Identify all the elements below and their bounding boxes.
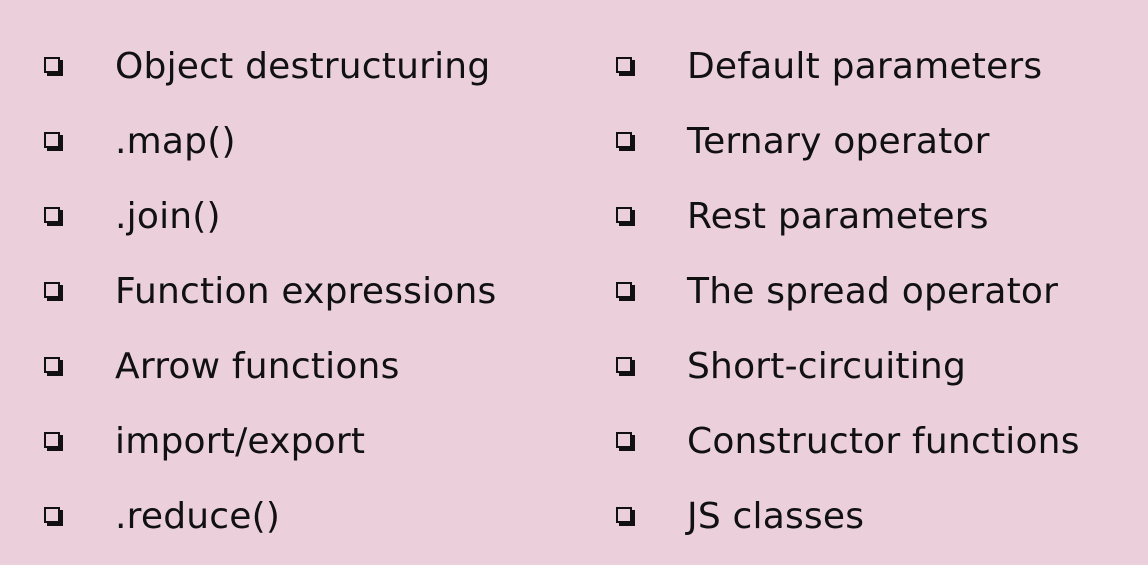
checkbox-icon [616,357,635,376]
checklist-item-label: JS classes [687,495,865,537]
checklist-item: Function expressions [44,254,497,329]
checkbox-icon [616,132,635,151]
checklist-item-label: Default parameters [687,45,1043,87]
checklist-item-label: .map() [115,120,236,162]
checklist-item-label: Short-circuiting [687,345,967,387]
checklist-item-label: Arrow functions [115,345,400,387]
checkbox-icon [616,432,635,451]
checklist-item-label: Ternary operator [687,120,990,162]
checklist-item: Constructor functions [616,404,1080,479]
checklist-item-label: The spread operator [687,270,1059,312]
checkbox-icon [44,132,63,151]
checklist-item: .reduce() [44,479,497,554]
checklist-item: Ternary operator [616,104,1080,179]
checklist-item: .map() [44,104,497,179]
checklist-left-column: Object destructuring .map() .join() Func… [44,29,497,554]
checkbox-icon [616,207,635,226]
checklist-item-label: Function expressions [115,270,497,312]
checklist-item-label: Constructor functions [687,420,1080,462]
checklist-item-label: Rest parameters [687,195,989,237]
checkbox-icon [44,507,63,526]
checklist-item: The spread operator [616,254,1080,329]
checkbox-icon [616,507,635,526]
checklist-item: Short-circuiting [616,329,1080,404]
checkbox-icon [44,432,63,451]
checklist-item: Default parameters [616,29,1080,104]
checklist-item: Rest parameters [616,179,1080,254]
checklist-item-label: .reduce() [115,495,281,537]
checkbox-icon [616,57,635,76]
checklist-item: Object destructuring [44,29,497,104]
checklist-item: JS classes [616,479,1080,554]
checkbox-icon [616,282,635,301]
checklist-right-column: Default parameters Ternary operator Rest… [616,29,1080,554]
checklist-item-label: .join() [115,195,221,237]
checkbox-icon [44,357,63,376]
checklist-item: import/export [44,404,497,479]
checklist-item-label: import/export [115,420,366,462]
checkbox-icon [44,282,63,301]
checklist-item: Arrow functions [44,329,497,404]
checkbox-icon [44,57,63,76]
checkbox-icon [44,207,63,226]
checklist-item-label: Object destructuring [115,45,491,87]
checklist-item: .join() [44,179,497,254]
